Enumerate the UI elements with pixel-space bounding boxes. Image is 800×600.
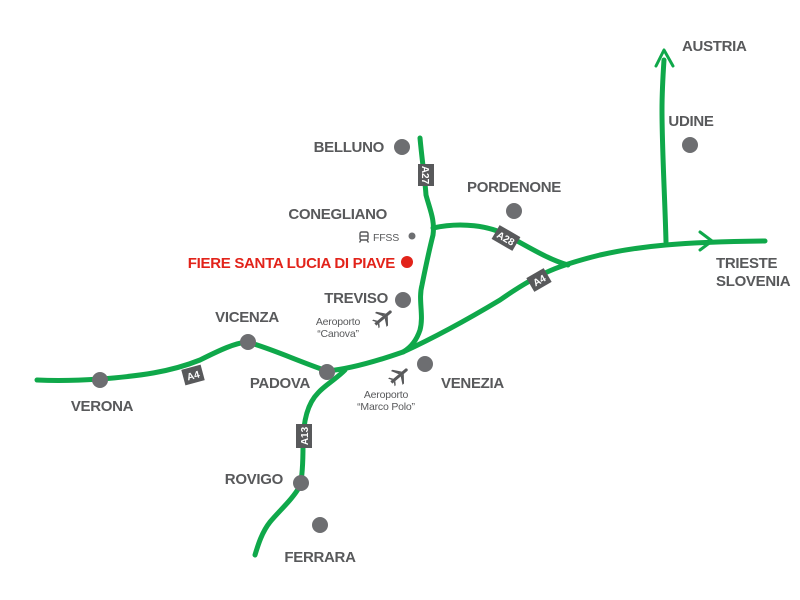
airplane-icon bbox=[388, 368, 408, 387]
label-belluno: BELLUNO bbox=[314, 139, 385, 156]
label-canova-1: Aeroporto bbox=[316, 316, 361, 328]
city-dot-rovigo bbox=[293, 475, 309, 491]
city-dot-padova bbox=[319, 364, 335, 380]
city-dot-udine bbox=[682, 137, 698, 153]
arrow-head-icon bbox=[698, 230, 714, 252]
city-dot-pordenone bbox=[506, 203, 522, 219]
city-dot-treviso bbox=[395, 292, 411, 308]
label-austria: AUSTRIA bbox=[682, 38, 747, 55]
road-austria bbox=[659, 57, 669, 245]
road-a4-west bbox=[34, 339, 406, 383]
shield-a4-east: A4 bbox=[526, 268, 552, 292]
label-venezia: VENEZIA bbox=[441, 375, 504, 392]
road-a13 bbox=[252, 367, 348, 558]
train-icon bbox=[358, 231, 370, 243]
city-dot-verona bbox=[92, 372, 108, 388]
label-treviso: TREVISO bbox=[324, 290, 388, 307]
shield-a27-label: A27 bbox=[419, 166, 430, 185]
city-dot-ferrara bbox=[312, 517, 328, 533]
label-conegliano: CONEGLIANO bbox=[288, 206, 387, 223]
city-dot-conegliano bbox=[408, 232, 416, 240]
shield-a13: A13 bbox=[296, 424, 312, 448]
label-canova-2: “Canova” bbox=[317, 328, 359, 340]
label-slovenia: SLOVENIA bbox=[716, 273, 791, 290]
fiere-dot bbox=[401, 256, 413, 268]
label-pordenone: PORDENONE bbox=[467, 179, 561, 196]
label-fiere: FIERE SANTA LUCIA DI PIAVE bbox=[188, 255, 396, 272]
label-trieste: TRIESTE bbox=[716, 255, 778, 272]
city-dot-vicenza bbox=[240, 334, 256, 350]
label-rovigo: ROVIGO bbox=[225, 471, 284, 488]
label-verona: VERONA bbox=[71, 398, 134, 415]
city-dot-venezia bbox=[417, 356, 433, 372]
shield-a4-west: A4 bbox=[181, 364, 205, 386]
label-padova: PADOVA bbox=[250, 375, 311, 392]
city-dot-belluno bbox=[394, 139, 410, 155]
label-marco-polo-2: “Marco Polo” bbox=[357, 401, 415, 413]
label-vicenza: VICENZA bbox=[215, 309, 279, 326]
airplane-icon bbox=[372, 310, 392, 329]
label-udine: UDINE bbox=[668, 113, 713, 130]
arrow-head-icon bbox=[654, 48, 675, 68]
shield-a27: A27 bbox=[418, 164, 434, 186]
road-a27 bbox=[400, 135, 436, 355]
road-a4-east bbox=[400, 238, 768, 355]
shield-a13-label: A13 bbox=[300, 426, 311, 445]
label-marco-polo-1: Aeroporto bbox=[364, 389, 409, 401]
arrow-heads bbox=[654, 48, 714, 252]
label-ferrara: FERRARA bbox=[284, 549, 356, 566]
city-dots bbox=[92, 137, 698, 533]
shield-a4-west-label: A4 bbox=[186, 369, 202, 383]
label-ffss: FFSS bbox=[373, 232, 399, 244]
